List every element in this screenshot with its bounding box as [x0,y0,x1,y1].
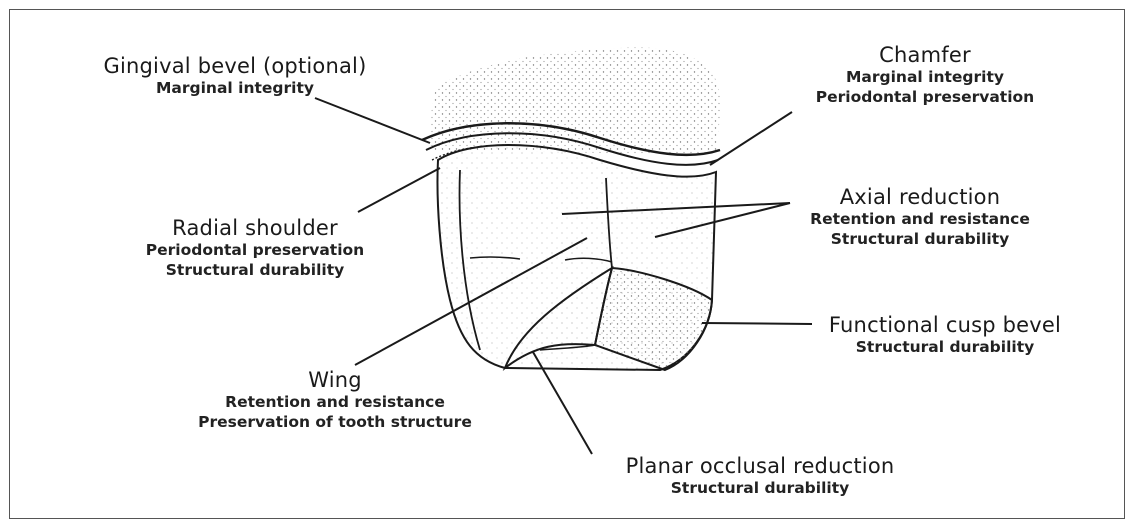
chamfer-line-1: Marginal integrity [770,68,1080,87]
functional-line-1: Structural durability [805,338,1085,357]
axial-title: Axial reduction [770,184,1070,210]
leader-radial [358,168,440,212]
axial-line-2: Structural durability [770,230,1070,249]
radial-title: Radial shoulder [115,215,395,241]
wing-line-1: Retention and resistance [170,393,500,412]
planar-title: Planar occlusal reduction [590,453,930,479]
axial-line-1: Retention and resistance [770,210,1070,229]
chamfer-line-2: Periodontal preservation [770,88,1080,107]
radial-line-1: Periodontal preservation [115,241,395,260]
leader-gingival [315,98,430,143]
label-chamfer: Chamfer Marginal integrity Periodontal p… [770,42,1080,107]
label-gingival-bevel: Gingival bevel (optional) Marginal integ… [70,53,400,99]
wing-title: Wing [170,367,500,393]
radial-line-2: Structural durability [115,261,395,280]
leader-functional [702,323,812,324]
label-planar-occlusal-reduction: Planar occlusal reduction Structural dur… [590,453,930,499]
wing-line-2: Preservation of tooth structure [170,413,500,432]
gingival-title: Gingival bevel (optional) [70,53,400,79]
gingival-line-1: Marginal integrity [70,79,400,98]
label-wing: Wing Retention and resistance Preservati… [170,367,500,432]
label-functional-cusp-bevel: Functional cusp bevel Structural durabil… [805,312,1085,358]
chamfer-title: Chamfer [770,42,1080,68]
root-region [430,47,720,155]
label-radial-shoulder: Radial shoulder Periodontal preservation… [115,215,395,280]
functional-title: Functional cusp bevel [805,312,1085,338]
leader-chamfer [710,112,792,165]
planar-line-1: Structural durability [590,479,930,498]
label-axial-reduction: Axial reduction Retention and resistance… [770,184,1070,249]
